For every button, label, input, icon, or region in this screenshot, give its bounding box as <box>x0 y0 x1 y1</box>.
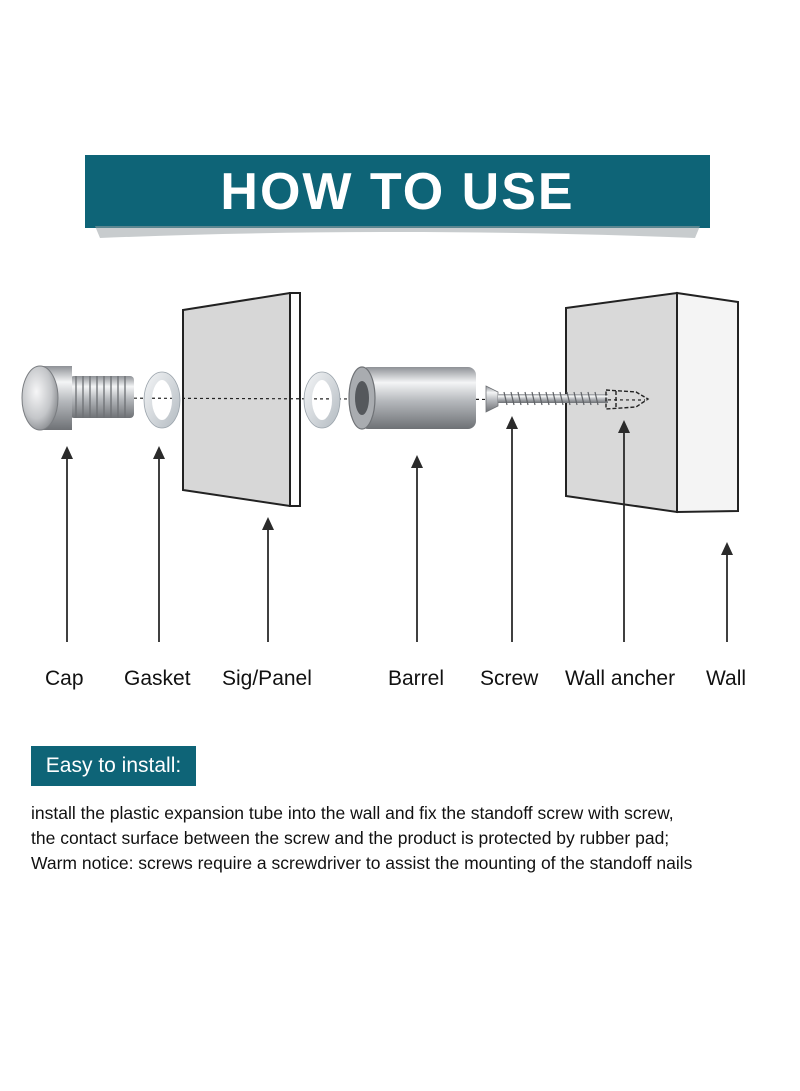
label-sig-panel: Sig/Panel <box>222 667 312 690</box>
gasket-1 <box>144 372 180 428</box>
cap-part <box>21 365 134 431</box>
gasket-2 <box>304 372 340 428</box>
barrel-part <box>348 366 476 430</box>
label-barrel: Barrel <box>388 667 445 690</box>
description-line: install the plastic expansion tube into … <box>31 803 674 823</box>
description-line: the contact surface between the screw an… <box>31 828 670 848</box>
page-title: HOW TO USE <box>220 162 575 221</box>
label-gasket: Gasket <box>124 667 191 690</box>
label-cap: Cap <box>45 667 84 690</box>
label-wall: Wall <box>706 667 747 690</box>
description-line: Warm notice: screws require a screwdrive… <box>31 853 693 873</box>
screw-part <box>485 385 608 413</box>
wall-anchor-part <box>605 389 650 410</box>
sign-panel <box>182 292 301 507</box>
assembly-diagram <box>21 291 739 514</box>
banner-shadow <box>95 226 700 238</box>
label-screw: Screw <box>480 667 539 690</box>
description: install the plastic expansion tube into … <box>31 801 791 876</box>
title-banner: HOW TO USE <box>85 155 710 228</box>
wall-block <box>565 291 739 514</box>
label-wall-anchor: Wall ancher <box>565 667 676 690</box>
section-heading: Easy to install: <box>31 746 196 786</box>
